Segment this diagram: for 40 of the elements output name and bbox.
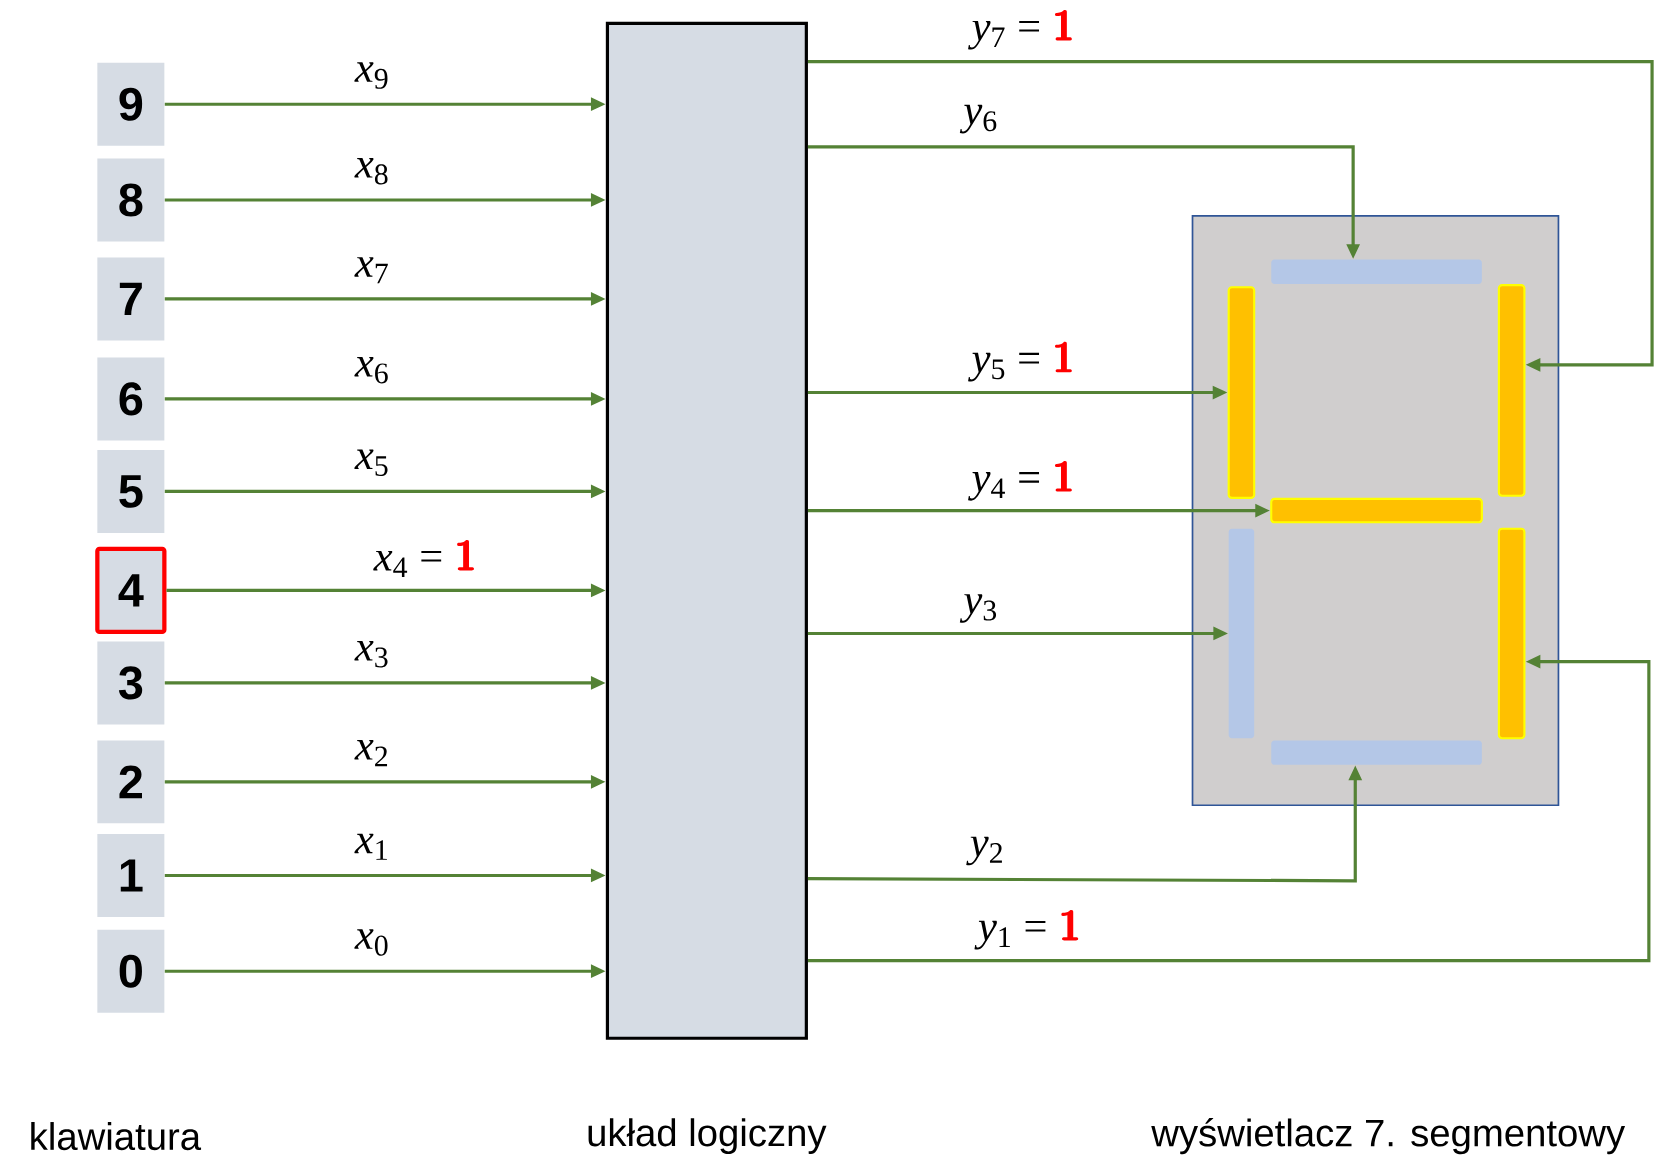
edge-label: x$_{7}$ (352, 255, 392, 286)
edge-label: x$_{5}$ (352, 447, 392, 479)
edge-label: y$_{2}$ (966, 834, 1007, 868)
edge-label: y$_{6}$ (959, 102, 1001, 136)
edge-label: y$_{7}$ = 1 (968, 8, 1078, 52)
edge-label: y$_{3}$ (959, 592, 1001, 626)
arrow (807, 60, 1654, 372)
edge-label: y$_{5}$ = 1 (968, 339, 1078, 384)
keypad-key: 6 (97, 357, 165, 441)
keypad-key: 3 (97, 641, 165, 725)
keypad-key: 1 (97, 834, 165, 918)
keypad-key: 2 (97, 740, 165, 824)
edge-label: x$_{2}$ (352, 738, 392, 769)
caption-text: wyświetlacz 7. segmentowy (1151, 1118, 1626, 1155)
display-segment (1497, 527, 1526, 740)
display-segment (1227, 286, 1256, 500)
keypad-key: 9 (97, 63, 165, 146)
edge-label: x$_{6}$ (352, 355, 392, 386)
keypad-key: 5 (97, 450, 165, 534)
caption-text: klawiatura (31, 1122, 202, 1151)
logic-block (605, 22, 808, 1041)
edge-label: x$_{9}$ (352, 60, 392, 92)
edge-label: x$_{8}$ (352, 156, 392, 187)
edge-label: x$_{1}$ (352, 831, 392, 863)
display-segment (1228, 528, 1255, 739)
keypad-key: 0 (97, 930, 165, 1013)
display-segment (1270, 498, 1483, 524)
arrow (807, 655, 1651, 963)
display-segment (1271, 740, 1482, 766)
edge-label: y$_{1}$ = 1 (974, 908, 1084, 952)
edge-label: y$_{4}$ = 1 (968, 459, 1078, 503)
keypad-key: 7 (97, 257, 165, 341)
edge-label: x$_{4}$ = 1 (371, 538, 480, 580)
keypad-key: 4 (95, 547, 167, 635)
keypad-key: 8 (97, 158, 165, 242)
edge-label: x$_{3}$ (352, 639, 392, 670)
caption-text: układ logiczny (588, 1118, 827, 1155)
edge-label: x$_{0}$ (352, 927, 392, 959)
display-segment (1497, 284, 1526, 498)
display-segment (1271, 259, 1482, 285)
